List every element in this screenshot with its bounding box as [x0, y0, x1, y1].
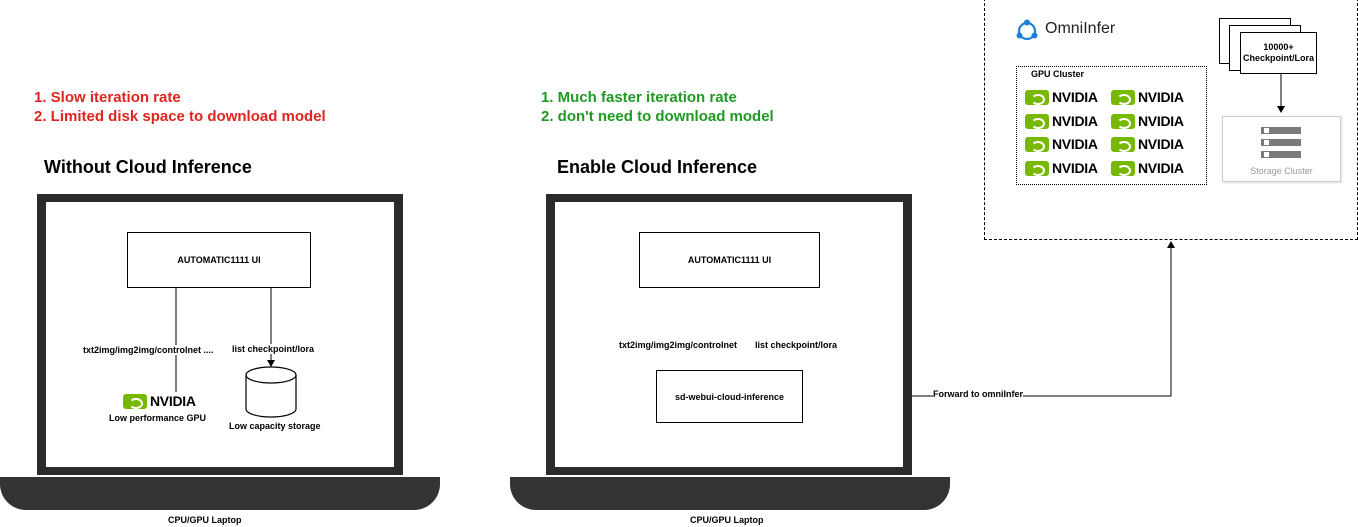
gpu-node: NVIDIA	[1025, 136, 1098, 152]
database-icon	[245, 366, 297, 418]
left-laptop-label: CPU/GPU Laptop	[168, 515, 242, 525]
gpu-node: NVIDIA	[1111, 89, 1184, 105]
issues-list: 1. Slow iteration rate 2. Limited disk s…	[34, 88, 326, 126]
benefit-2: 2. don't need to download model	[541, 108, 774, 125]
middle-edge-label-list: list checkpoint/lora	[755, 340, 838, 350]
cloud-inference-extension-box: sd-webui-cloud-inference	[656, 370, 803, 423]
middle-title: Enable Cloud Inference	[557, 157, 758, 177]
gpu-node: NVIDIA	[1025, 113, 1098, 129]
gpu-node: NVIDIA	[1111, 160, 1184, 176]
middle-automatic1111-box: AUTOMATIC1111 UI	[639, 232, 820, 288]
forward-edge-label: Forward to omniInfer	[933, 389, 1023, 399]
storage-cluster-label: Storage Cluster	[1250, 166, 1313, 176]
left-title: Without Cloud Inference	[44, 157, 252, 177]
nvidia-eye-icon	[1025, 160, 1049, 176]
nvidia-eye-icon	[1111, 113, 1135, 129]
gpu-node: NVIDIA	[1111, 113, 1184, 129]
benefit-1: 1. Much faster iteration rate	[541, 89, 737, 106]
left-storage-label: Low capacity storage	[229, 421, 321, 431]
issue-1: 1. Slow iteration rate	[34, 89, 181, 106]
nvidia-eye-icon	[1025, 136, 1049, 152]
storage-cluster-box: Storage Cluster	[1222, 116, 1341, 182]
nvidia-eye-icon	[1025, 113, 1049, 129]
left-edge-label-list: list checkpoint/lora	[232, 344, 315, 354]
issue-2: 2. Limited disk space to download model	[34, 108, 326, 125]
middle-laptop-label: CPU/GPU Laptop	[690, 515, 764, 525]
gpu-cluster-box	[1016, 66, 1207, 185]
gpu-cluster-label: GPU Cluster	[1031, 69, 1085, 79]
gpu-node: NVIDIA	[1111, 136, 1184, 152]
left-edge-label-generate: txt2img/img2img/controlnet ....	[83, 345, 214, 355]
left-nvidia-logo: NVIDIA	[123, 393, 196, 409]
nvidia-eye-icon	[1111, 136, 1135, 152]
middle-laptop-base	[510, 477, 950, 510]
left-automatic1111-box: AUTOMATIC1111 UI	[127, 232, 311, 288]
nvidia-eye-icon	[1025, 89, 1049, 105]
nvidia-eye-icon	[1111, 89, 1135, 105]
nvidia-eye-icon	[1111, 160, 1135, 176]
server-rack-icon	[1261, 127, 1305, 161]
omniinfer-logo-icon	[1016, 19, 1038, 41]
left-gpu-label: Low performance GPU	[109, 413, 207, 423]
checkpoint-stack-front: 10000+ Checkpoint/Lora	[1240, 32, 1317, 74]
checkpoint-count: 10000+	[1263, 42, 1294, 52]
gpu-node: NVIDIA	[1025, 160, 1098, 176]
middle-edge-label-generate: txt2img/img2img/controlnet	[619, 340, 738, 350]
nvidia-eye-icon	[123, 393, 147, 409]
gpu-node: NVIDIA	[1025, 89, 1098, 105]
forward-edge	[802, 241, 1175, 397]
left-laptop-base	[0, 477, 440, 510]
omniinfer-brand: OmniInfer	[1045, 20, 1116, 37]
checkpoint-type: Checkpoint/Lora	[1242, 53, 1314, 63]
benefits-list: 1. Much faster iteration rate 2. don't n…	[541, 88, 774, 126]
